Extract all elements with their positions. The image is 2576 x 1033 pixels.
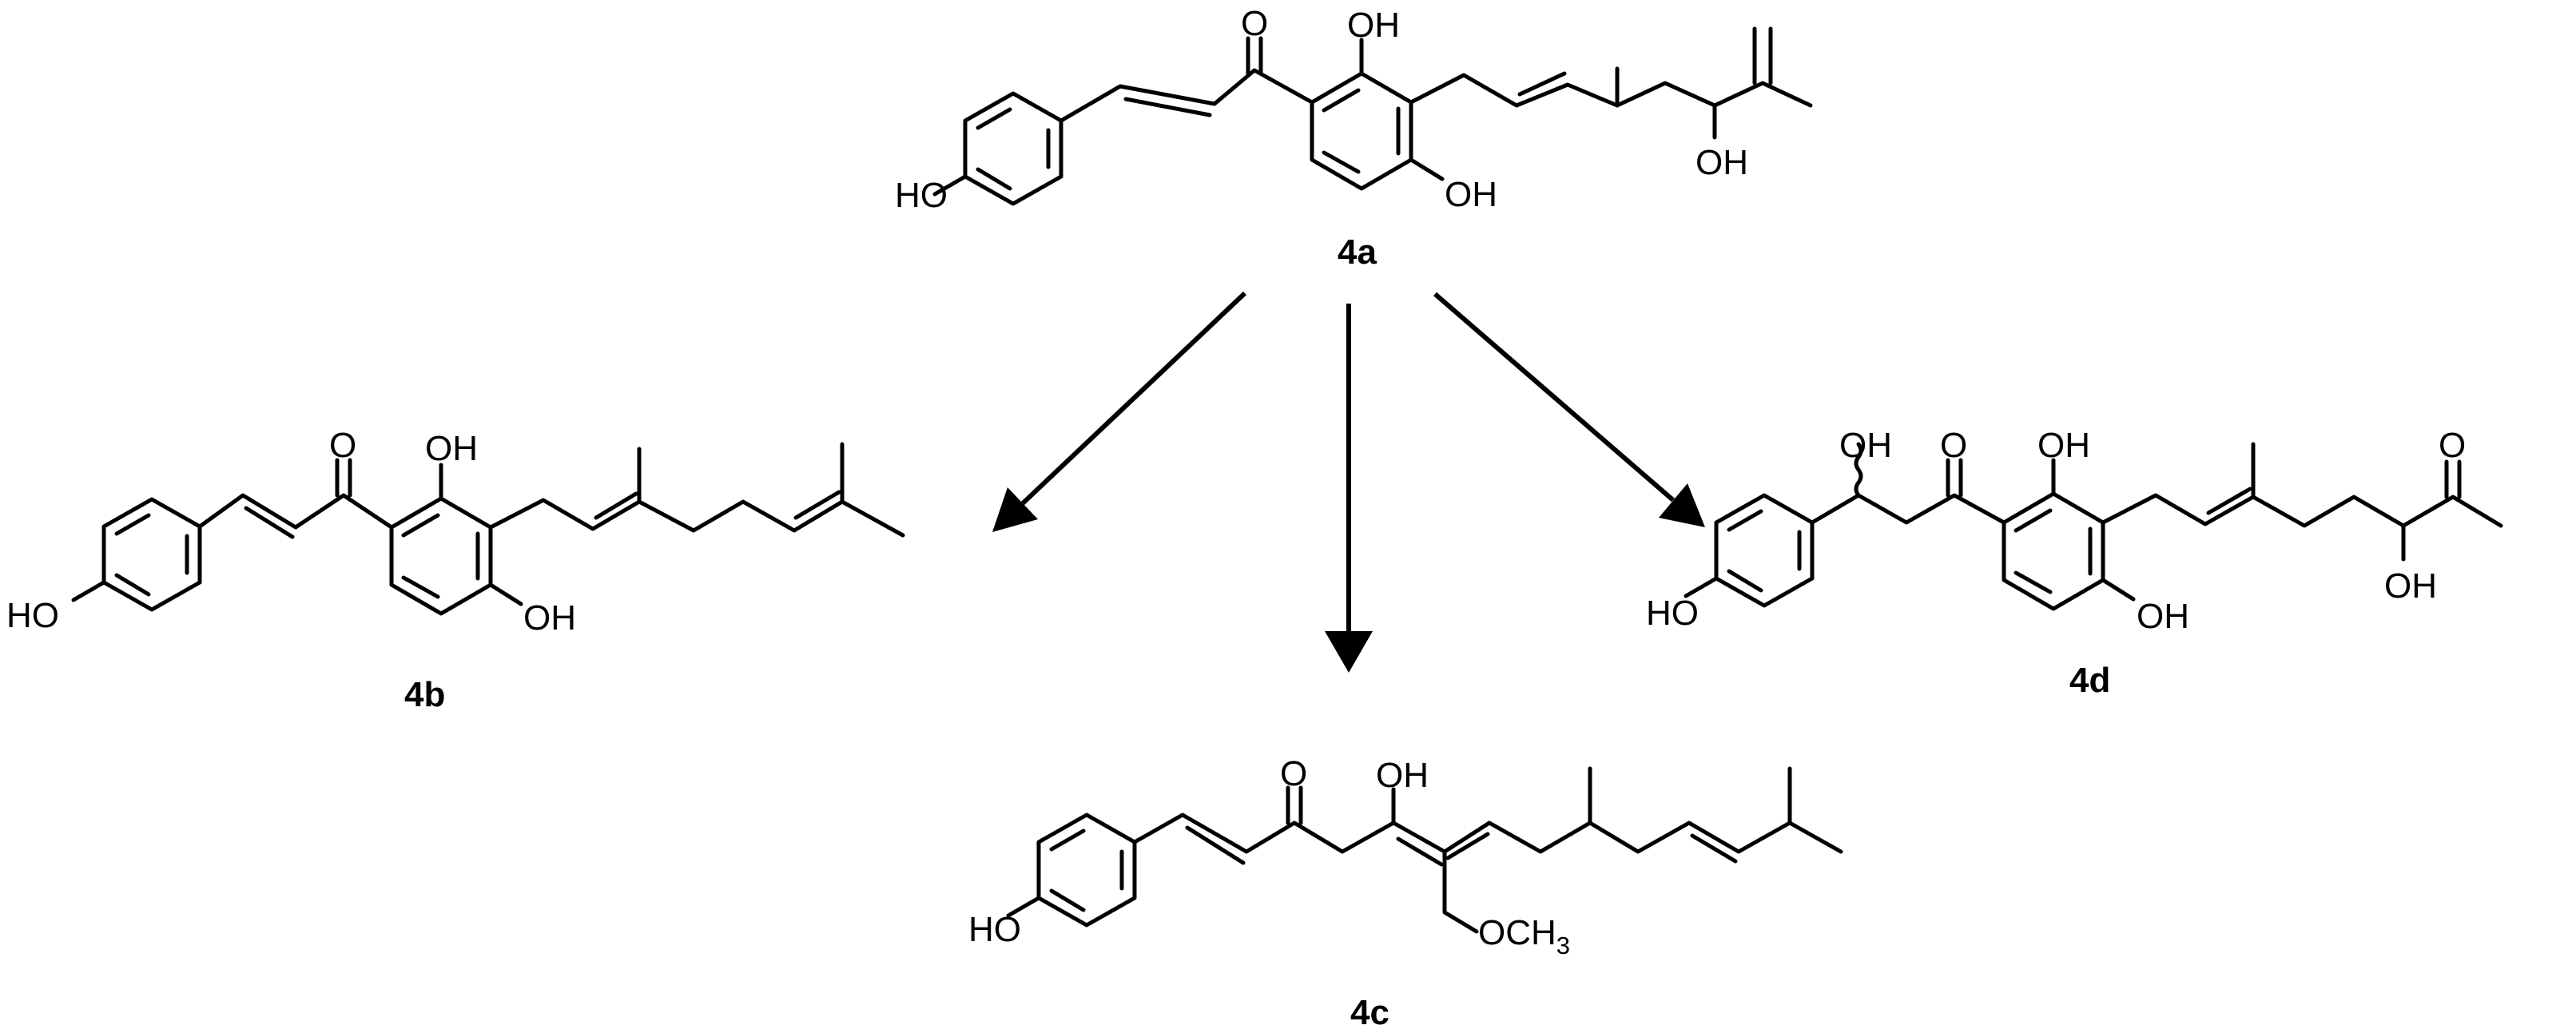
compound-label-4d: 4d [2069,661,2110,700]
label-4c-methoxy: OCH3 [1478,913,1570,959]
compound-label-4a: 4a [1338,232,1377,272]
compound-4d-structure: OH O OH OH HO O OH 4d [1646,426,2503,700]
compound-4b-structure: HO O OH OH 4b [6,426,905,714]
label-4a-oh-side: OH [1695,143,1748,182]
label-4d-oh-top: OH [2037,426,2090,465]
label-4b-ho: HO [6,596,59,635]
label-4a-ho: HO [895,176,948,215]
label-4b-oh-ring: OH [523,598,576,638]
label-4c-ketone-o: O [1280,754,1307,793]
compound-label-4b: 4b [404,675,445,714]
arrow-4a-to-4d [1433,292,1705,527]
label-4c-oh-enol: OH [1376,756,1429,795]
methoxy-prefix: OCH [1478,913,1556,952]
compound-4a-structure: HO O OH OH OH 4a [895,4,1813,272]
label-4b-oh-top: OH [425,429,478,468]
label-4d-ketone-o: O [1940,426,1967,465]
methoxy-subscript: 3 [1556,932,1570,959]
arrow-4a-to-4b [992,291,1247,532]
label-4d-oh-benzylic: OH [1839,426,1892,465]
label-4d-oh-ring: OH [2137,597,2189,636]
label-4d-ho: HO [1646,594,1699,633]
label-4a-oh-ring: OH [1445,175,1497,214]
label-4c-ho: HO [968,910,1021,949]
arrow-4a-to-4c [1325,304,1373,673]
compound-4c-structure: HO O OH OCH3 4c [968,754,1843,1032]
compound-label-4c: 4c [1350,993,1389,1032]
label-4d-terminal-o: O [2439,426,2466,465]
label-4a-oh-top: OH [1347,6,1400,45]
label-4b-ketone-o: O [329,426,356,465]
label-4a-ketone-o: O [1241,4,1268,43]
label-4d-oh-side: OH [2384,566,2437,606]
